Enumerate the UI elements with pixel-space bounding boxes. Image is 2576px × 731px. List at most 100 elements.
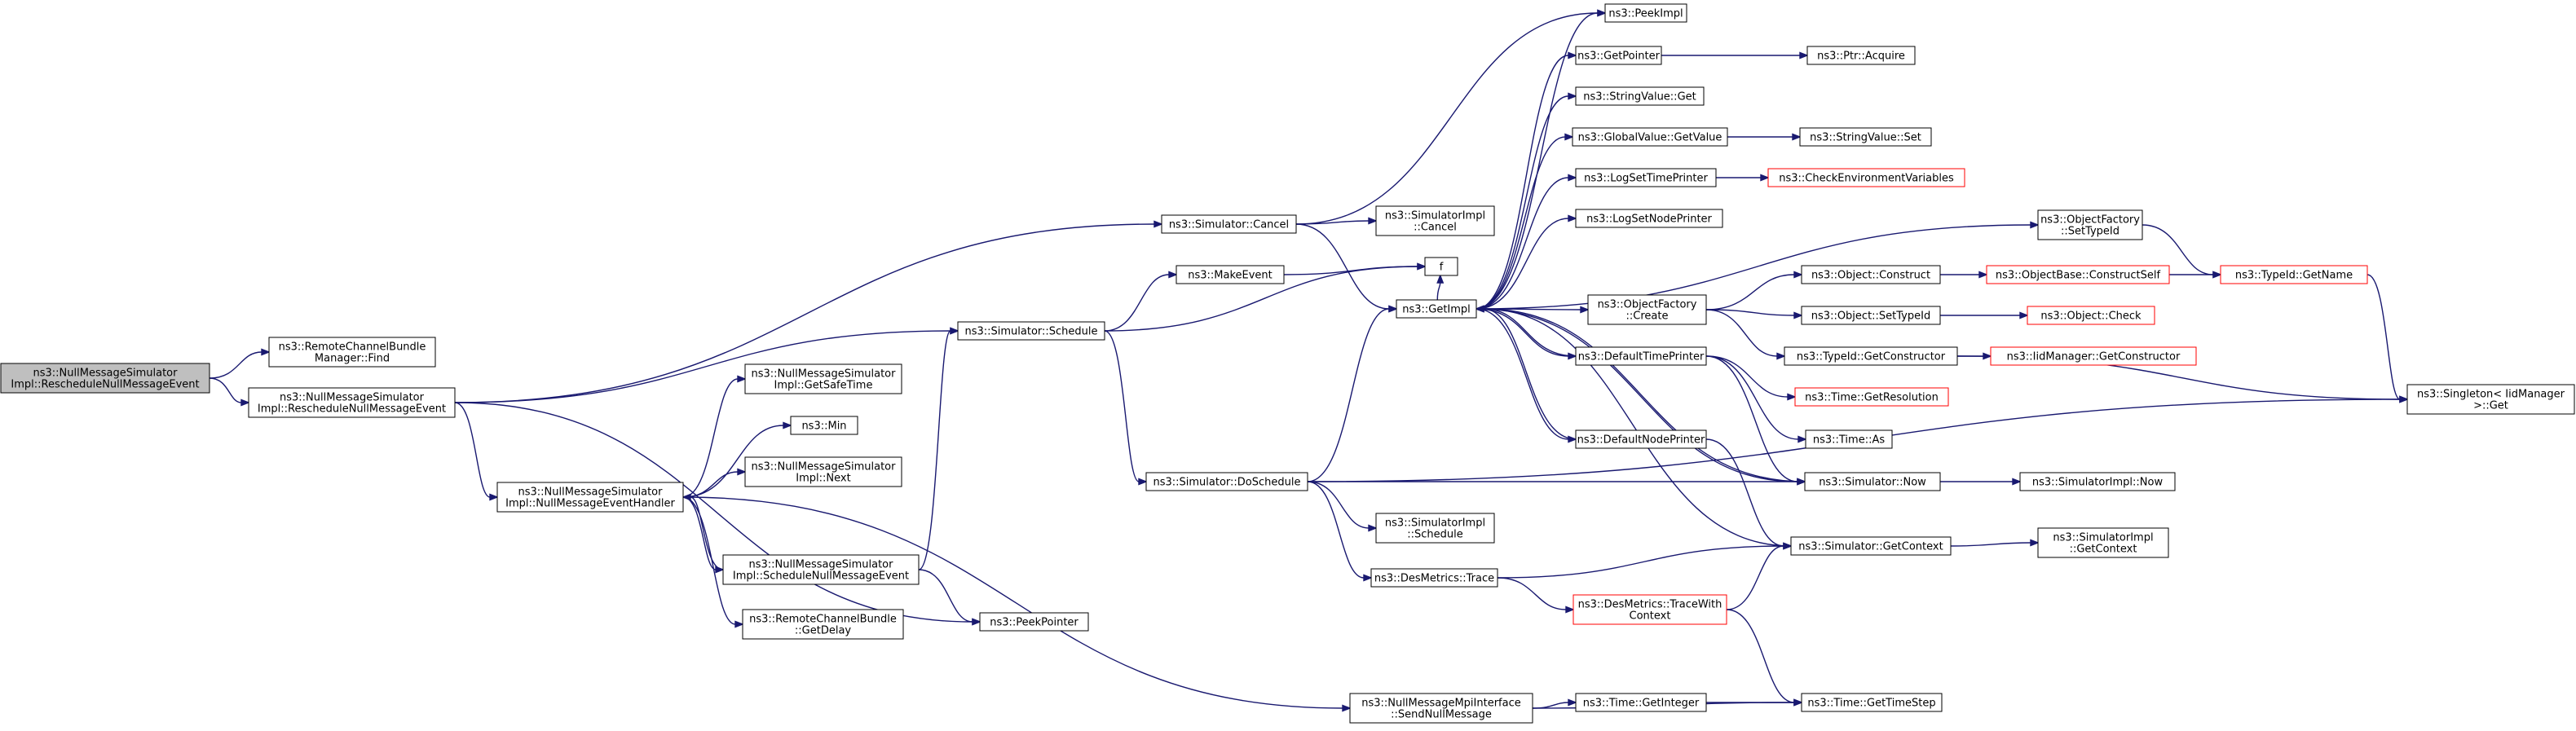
edge-arrowhead	[1597, 9, 1607, 17]
node-make_event[interactable]: ns3::MakeEvent	[1176, 265, 1285, 284]
node-sched_null[interactable]: ns3::NullMessageSimulatorImpl::ScheduleN…	[722, 554, 920, 585]
node-box	[1575, 168, 1717, 187]
node-min[interactable]: ns3::Min	[790, 416, 858, 435]
node-label: ns3::NullMessageSimulator	[280, 392, 425, 404]
node-typeid_getconstructor[interactable]: ns3::TypeId::GetConstructor	[1784, 346, 1958, 366]
edge-root-to-reschedule	[209, 377, 242, 403]
node-des_trace[interactable]: ns3::DesMetrics::Trace	[1370, 568, 1498, 588]
edge-arrowhead	[1568, 92, 1577, 100]
node-box	[744, 363, 902, 394]
node-stringvalue_set[interactable]: ns3::StringValue::Set	[1799, 127, 1932, 147]
node-globalvalue_getvalue[interactable]: ns3::GlobalValue::GetValue	[1572, 127, 1728, 147]
node-label: ns3::Object::Construct	[1811, 270, 1930, 282]
node-sim_cancel[interactable]: ns3::Simulator::Cancel	[1161, 214, 1297, 234]
node-objectbase_constructself[interactable]: ns3::ObjectBase::ConstructSelf	[1986, 265, 2170, 284]
node-box	[957, 321, 1105, 341]
node-rcb_get_delay[interactable]: ns3::RemoteChannelBundle::GetDelay	[742, 609, 904, 640]
node-simimpl_now[interactable]: ns3::SimulatorImpl::Now	[2019, 472, 2176, 491]
node-objfactory_create[interactable]: ns3::ObjectFactory::Create	[1587, 294, 1707, 325]
node-label: ns3::PeekImpl	[1608, 8, 1683, 20]
node-root[interactable]: ns3::NullMessageSimulatorImpl::Reschedul…	[0, 363, 210, 394]
node-peek_impl[interactable]: ns3::PeekImpl	[1604, 3, 1687, 23]
node-label: ns3::Singleton< IidManager	[2417, 389, 2565, 401]
node-time_getinteger[interactable]: ns3::Time::GetInteger	[1575, 693, 1707, 712]
node-log_set_time_printer[interactable]: ns3::LogSetTimePrinter	[1575, 168, 1717, 187]
edge-arrowhead	[2019, 311, 2029, 319]
edge-arrowhead	[1363, 574, 1373, 582]
node-objfactory_settypeid[interactable]: ns3::ObjectFactory::SetTypeId	[2037, 209, 2143, 240]
node-simimpl_schedule[interactable]: ns3::SimulatorImpl::Schedule	[1375, 513, 1495, 544]
node-object_check[interactable]: ns3::Object::Check	[2027, 306, 2155, 325]
node-get_safe_time[interactable]: ns3::NullMessageSimulatorImpl::GetSafeTi…	[744, 363, 902, 394]
node-send_null[interactable]: ns3::NullMessageMpiInterface::SendNullMe…	[1349, 693, 1533, 724]
node-time_gettimestep[interactable]: ns3::Time::GetTimeStep	[1801, 693, 1943, 712]
node-sim_getcontext[interactable]: ns3::Simulator::GetContext	[1790, 536, 1952, 556]
node-sim_now[interactable]: ns3::Simulator::Now	[1804, 472, 1941, 491]
node-typeid_getname[interactable]: ns3::TypeId::GetName	[2220, 265, 2368, 284]
node-get_pointer[interactable]: ns3::GetPointer	[1575, 46, 1662, 65]
node-label: ns3::GetImpl	[1402, 304, 1471, 316]
edge-arrowhead	[1568, 174, 1577, 182]
node-label: ns3::Ptr::Acquire	[1817, 51, 1905, 63]
node-box	[742, 609, 904, 640]
node-label: >::Get	[2473, 400, 2508, 412]
node-singleton_get[interactable]: ns3::Singleton< IidManager >::Get	[2406, 384, 2575, 415]
node-label: Impl::Next	[796, 473, 850, 485]
edge-get_impl-to-peek_impl	[1475, 12, 1599, 310]
node-simimpl_cancel[interactable]: ns3::SimulatorImpl::Cancel	[1375, 205, 1495, 236]
node-box	[722, 554, 920, 585]
node-default_node_printer[interactable]: ns3::DefaultNodePrinter	[1575, 429, 1707, 449]
node-sim_schedule[interactable]: ns3::Simulator::Schedule	[957, 321, 1105, 341]
node-get_impl[interactable]: ns3::GetImpl	[1396, 299, 1477, 319]
node-box	[1790, 536, 1952, 556]
node-log_set_node_printer[interactable]: ns3::LogSetNodePrinter	[1575, 209, 1723, 228]
node-handler[interactable]: ns3::NullMessageSimulatorImpl::NullMessa…	[496, 482, 684, 513]
edge-objfactory_settypeid-to-typeid_getname	[2142, 224, 2214, 275]
node-default_time_printer[interactable]: ns3::DefaultTimePrinter	[1575, 346, 1707, 366]
edge-typeid_getname-to-singleton_get	[2366, 274, 2401, 400]
edge-get_impl-to-f	[1436, 282, 1441, 301]
node-iidmanager_getconstructor[interactable]: ns3::IidManager::GetConstructor	[1990, 346, 2197, 366]
node-label: ns3::Object::Check	[2040, 310, 2142, 323]
node-object_settypeid[interactable]: ns3::Object::SetTypeId	[1801, 306, 1941, 325]
edge-do_schedule-to-simimpl_schedule	[1307, 481, 1370, 529]
node-label: ns3::TypeId::GetConstructor	[1797, 351, 1946, 363]
edge-default_time_printer-to-sim_now	[1705, 355, 1798, 482]
node-label: ns3::NullMessageSimulator	[749, 559, 894, 571]
edge-arrowhead	[1436, 274, 1445, 284]
edge-arrowhead	[1793, 311, 1803, 319]
node-stringvalue_get[interactable]: ns3::StringValue::Get	[1575, 86, 1705, 106]
node-ptr_acquire[interactable]: ns3::Ptr::Acquire	[1806, 46, 1916, 65]
edge-arrowhead	[783, 421, 792, 429]
edge-default_time_printer-to-time_as	[1705, 355, 1799, 440]
edge-arrowhead	[489, 493, 499, 501]
node-time_getresolution[interactable]: ns3::Time::GetResolution	[1794, 387, 1949, 407]
node-label: ns3::Simulator::GetContext	[1798, 541, 1943, 553]
node-peek_pointer[interactable]: ns3::PeekPointer	[979, 612, 1089, 632]
edge-get_impl-to-default_node_printer	[1475, 308, 1569, 440]
node-label: ns3::DesMetrics::Trace	[1374, 573, 1494, 585]
edge-arrowhead	[2030, 539, 2040, 547]
node-box	[2220, 265, 2368, 284]
node-do_schedule[interactable]: ns3::Simulator::DoSchedule	[1145, 472, 1308, 491]
node-f[interactable]: f	[1424, 257, 1458, 276]
edge-sim_schedule-to-do_schedule	[1104, 330, 1140, 482]
node-reschedule[interactable]: ns3::NullMessageSimulatorImpl::Reschedul…	[248, 387, 456, 418]
node-label: Context	[1630, 610, 1671, 623]
edge-handler-to-send_null	[682, 496, 1343, 709]
edge-arrowhead	[261, 348, 271, 356]
edge-arrowhead	[1475, 305, 1484, 313]
node-label: ns3::StringValue::Get	[1583, 91, 1696, 103]
node-box	[1161, 214, 1297, 234]
node-box	[1575, 346, 1707, 366]
node-time_as[interactable]: ns3::Time::As	[1805, 429, 1893, 449]
node-check_env[interactable]: ns3::CheckEnvironmentVariables	[1767, 168, 1965, 187]
node-box	[1575, 693, 1707, 712]
node-object_construct[interactable]: ns3::Object::Construct	[1801, 265, 1941, 284]
node-simimpl_getcontext[interactable]: ns3::SimulatorImpl::GetContext	[2037, 527, 2169, 558]
node-box	[1575, 86, 1705, 106]
